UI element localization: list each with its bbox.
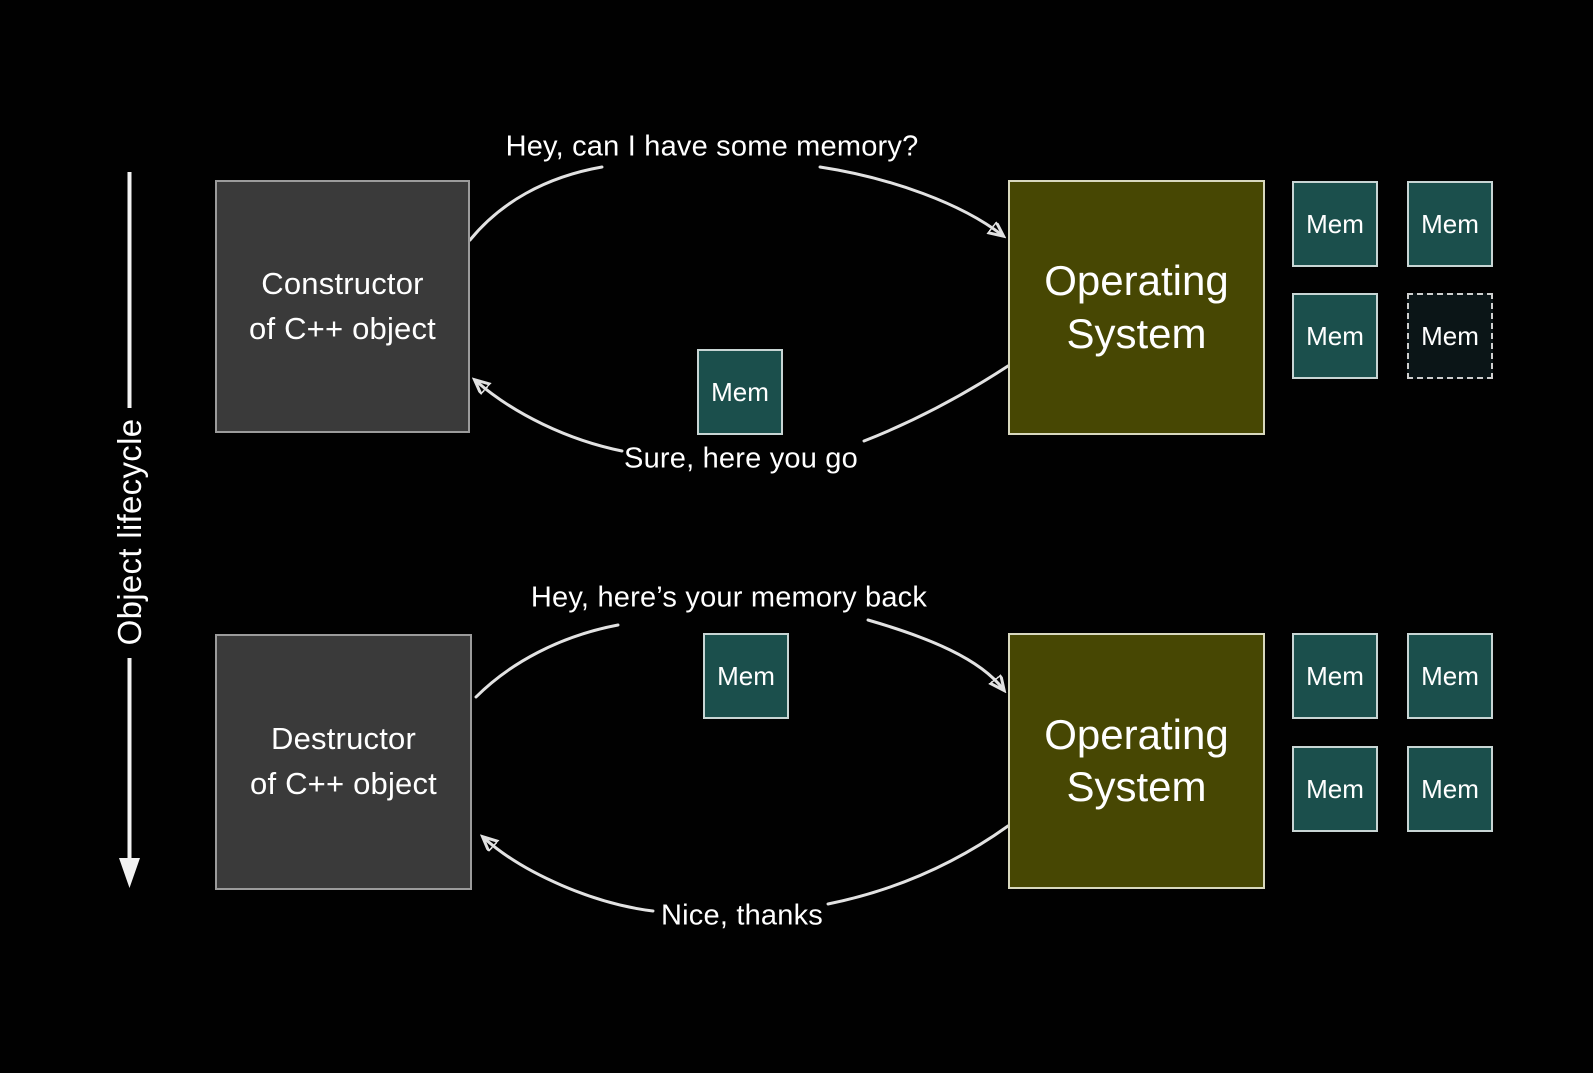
grant-speech-label: Sure, here you go bbox=[624, 442, 858, 475]
operating-system-box-top: Operating System bbox=[1008, 180, 1265, 435]
moving-mem-label-bottom: Mem bbox=[717, 660, 775, 691]
release-arrow-left-segment bbox=[474, 623, 620, 699]
operating-system-label-bottom: Operating System bbox=[1044, 710, 1229, 811]
lifecycle-arrow bbox=[119, 172, 140, 888]
mem-label: Mem bbox=[1306, 208, 1364, 239]
lifecycle-axis-label: Object lifecycle bbox=[111, 418, 148, 646]
grant-arrow-left-segment bbox=[476, 381, 624, 453]
grant-arrow-right-segment bbox=[862, 364, 1010, 443]
destructor-box-label: Destructor of C++ object bbox=[250, 721, 437, 801]
operating-system-box-bottom: Operating System bbox=[1008, 633, 1265, 889]
os-mem-slot: Mem bbox=[1292, 293, 1378, 379]
mem-label: Mem bbox=[1306, 773, 1364, 804]
mem-label: Mem bbox=[1421, 208, 1479, 239]
os-mem-slot: Mem bbox=[1407, 633, 1493, 719]
os-mem-slot: Mem bbox=[1407, 181, 1493, 267]
release-arrow-right-segment bbox=[866, 618, 1003, 689]
os-mem-slot: Mem bbox=[1292, 746, 1378, 832]
request-arrow-right-segment bbox=[818, 165, 1002, 235]
moving-mem-box-bottom: Mem bbox=[703, 633, 789, 719]
constructor-box-label: Constructor of C++ object bbox=[249, 265, 436, 346]
constructor-box: Constructor of C++ object bbox=[215, 180, 470, 433]
destructor-box: Destructor of C++ object bbox=[215, 634, 472, 890]
operating-system-label-top: Operating System bbox=[1044, 257, 1229, 357]
moving-mem-box-top: Mem bbox=[697, 349, 783, 435]
mem-label: Mem bbox=[1421, 660, 1479, 691]
mem-label: Mem bbox=[1306, 320, 1364, 351]
request-speech-label: Hey, can I have some memory? bbox=[505, 130, 919, 163]
mem-label: Mem bbox=[1421, 320, 1479, 351]
mem-label: Mem bbox=[1306, 660, 1364, 691]
os-mem-slot: Mem bbox=[1407, 746, 1493, 832]
mem-label: Mem bbox=[1421, 773, 1479, 804]
os-mem-slot: Mem bbox=[1292, 181, 1378, 267]
moving-mem-label-top: Mem bbox=[711, 376, 769, 407]
thanks-arrow-right-segment bbox=[826, 824, 1010, 906]
thanks-arrow-left-segment bbox=[484, 838, 655, 913]
os-mem-slot: Mem bbox=[1292, 633, 1378, 719]
os-mem-slot-lent-out: Mem bbox=[1407, 293, 1493, 379]
request-arrow-left-segment bbox=[468, 165, 604, 242]
release-speech-label: Hey, here’s your memory back bbox=[530, 581, 928, 614]
thanks-speech-label: Nice, thanks bbox=[661, 899, 823, 932]
